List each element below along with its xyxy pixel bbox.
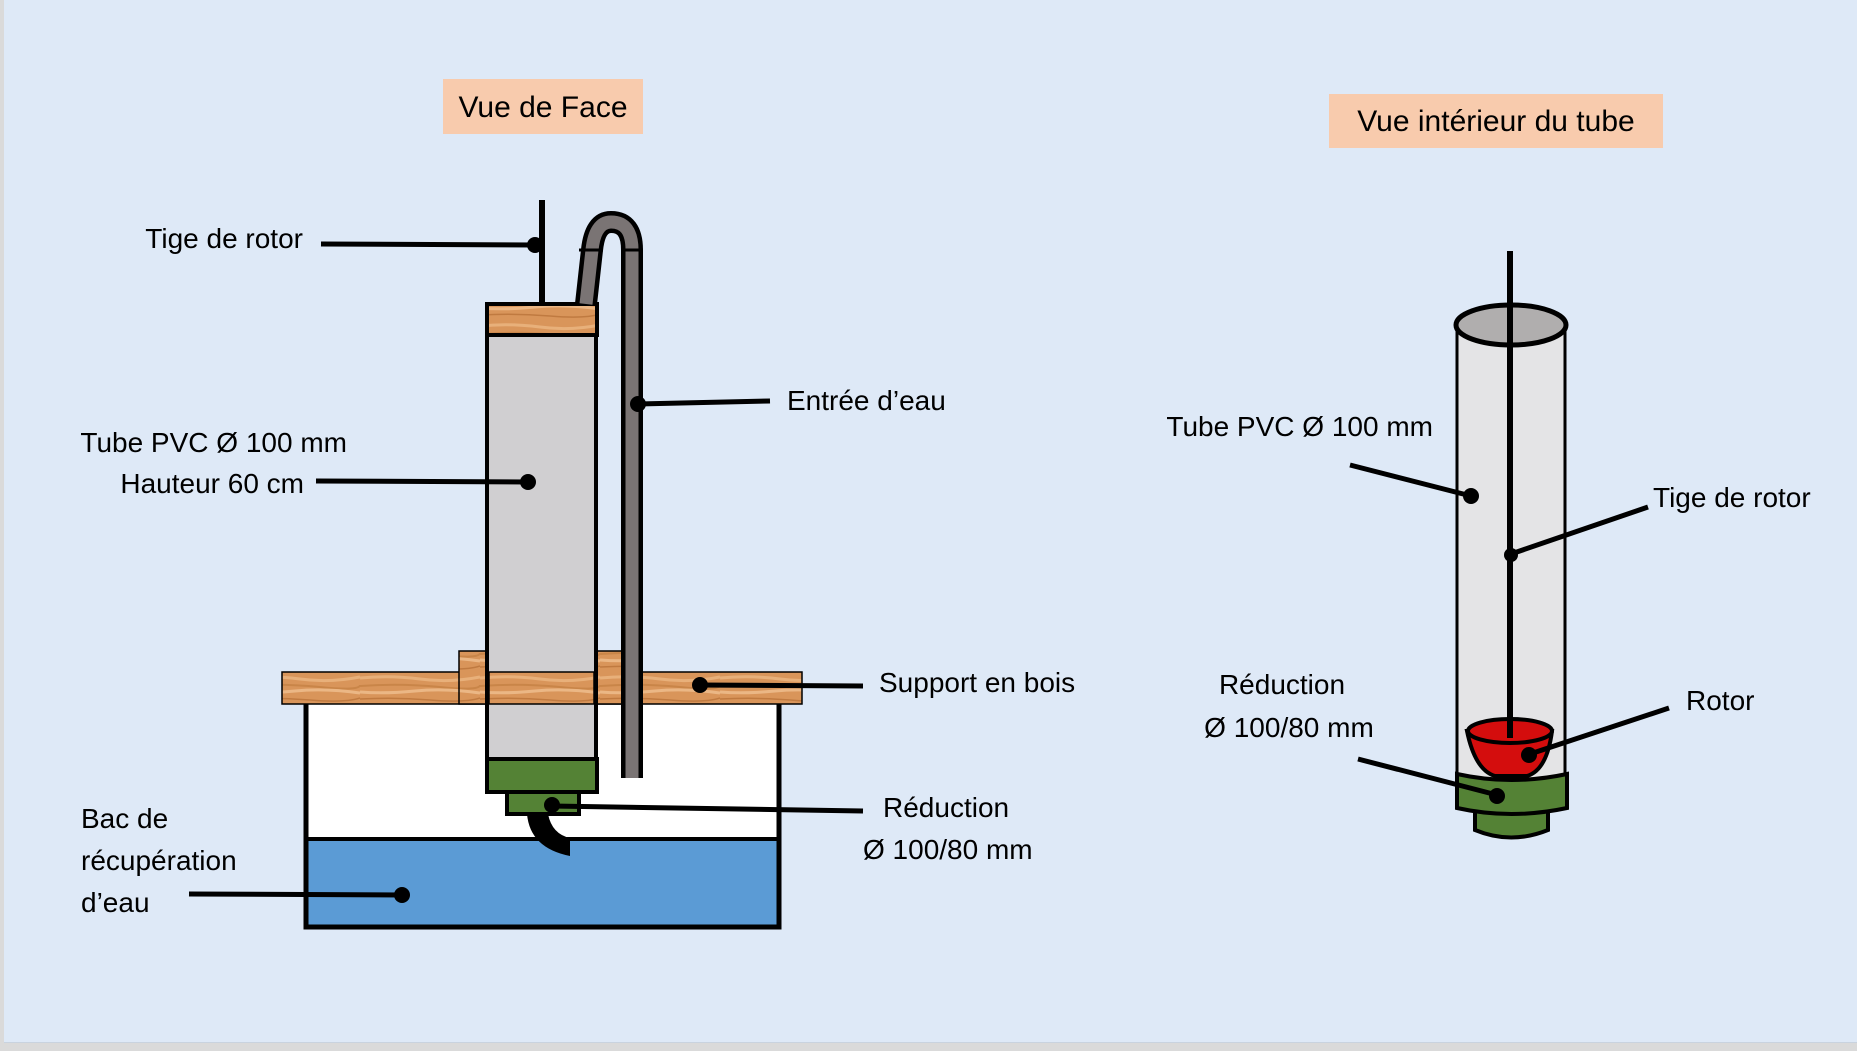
interior-view: Vue intérieur du tube Tube PVC Ø 100 mm …	[1166, 94, 1811, 840]
label-text: Tige de rotor	[145, 223, 303, 254]
label-text-line1: Réduction	[1219, 669, 1345, 700]
title-box	[443, 79, 643, 134]
label-text: Support en bois	[879, 667, 1075, 698]
basin-water	[306, 839, 779, 927]
label-text: Tige de rotor	[1653, 482, 1811, 513]
leader-dot	[544, 797, 560, 813]
label-text-line2: Ø 100/80 mm	[1204, 712, 1374, 743]
front-view: Vue de Face	[80, 79, 1075, 930]
label-wood-support: Support en bois	[692, 667, 1075, 698]
leader-line	[1357, 756, 1498, 798]
label-basin: Bac de récupération d’eau	[81, 803, 410, 918]
label-interior-reducer: Réduction Ø 100/80 mm	[1204, 669, 1505, 804]
label-rotor-rod: Tige de rotor	[145, 223, 543, 254]
front-view-title: Vue de Face	[443, 79, 643, 134]
reducer-large	[485, 757, 599, 794]
label-interior-rotor: Rotor	[1521, 685, 1754, 763]
leader-dot	[520, 474, 536, 490]
label-interior-rotor-rod: Tige de rotor	[1504, 482, 1811, 562]
label-interior-tube: Tube PVC Ø 100 mm	[1166, 411, 1479, 504]
label-text-line1: Réduction	[883, 792, 1009, 823]
leader-line	[699, 682, 864, 689]
label-text: Entrée d’eau	[787, 385, 946, 416]
leader-dot	[1489, 788, 1505, 804]
leader-line	[1529, 705, 1670, 757]
leader-line	[1349, 462, 1472, 499]
interior-view-title-text: Vue intérieur du tube	[1357, 105, 1634, 138]
leader-dot	[1463, 488, 1479, 504]
leader-dot	[1521, 747, 1537, 763]
basin-outline	[303, 704, 782, 930]
wood-collar-right	[596, 650, 625, 705]
wood-support-through-tube	[488, 671, 595, 705]
wood-top-cap	[485, 302, 599, 337]
label-text-line1: Tube PVC Ø 100 mm	[80, 427, 347, 458]
label-water-inlet: Entrée d’eau	[630, 385, 946, 416]
interior-view-title: Vue intérieur du tube	[1329, 94, 1663, 148]
label-text-line2: récupération	[81, 845, 237, 876]
leader-line	[1510, 504, 1649, 557]
label-reducer: Réduction Ø 100/80 mm	[544, 792, 1033, 865]
label-text-line3: d’eau	[81, 887, 150, 918]
title-box	[1329, 94, 1663, 148]
label-text-line2: Ø 100/80 mm	[863, 834, 1033, 865]
label-text-line2: Hauteur 60 cm	[120, 468, 304, 499]
reducer-small	[505, 790, 581, 816]
leader-line	[637, 398, 771, 407]
front-view-title-text: Vue de Face	[459, 91, 628, 124]
label-text: Rotor	[1686, 685, 1754, 716]
label-text-line1: Bac de	[81, 803, 168, 834]
wood-collar-left	[458, 650, 488, 705]
leader-line	[315, 478, 529, 485]
water-basin	[303, 704, 782, 930]
leader-line	[188, 891, 403, 898]
elbow-outlet	[527, 814, 570, 856]
water-inlet-hose	[575, 211, 643, 778]
reducer	[1455, 771, 1569, 840]
leader-dot	[527, 237, 543, 253]
label-text: Tube PVC Ø 100 mm	[1166, 411, 1433, 442]
leader-dot	[1504, 548, 1518, 562]
leader-line	[551, 803, 864, 814]
leader-dot	[394, 887, 410, 903]
leader-line	[320, 241, 535, 248]
label-pvc-tube: Tube PVC Ø 100 mm Hauteur 60 cm	[80, 427, 536, 499]
